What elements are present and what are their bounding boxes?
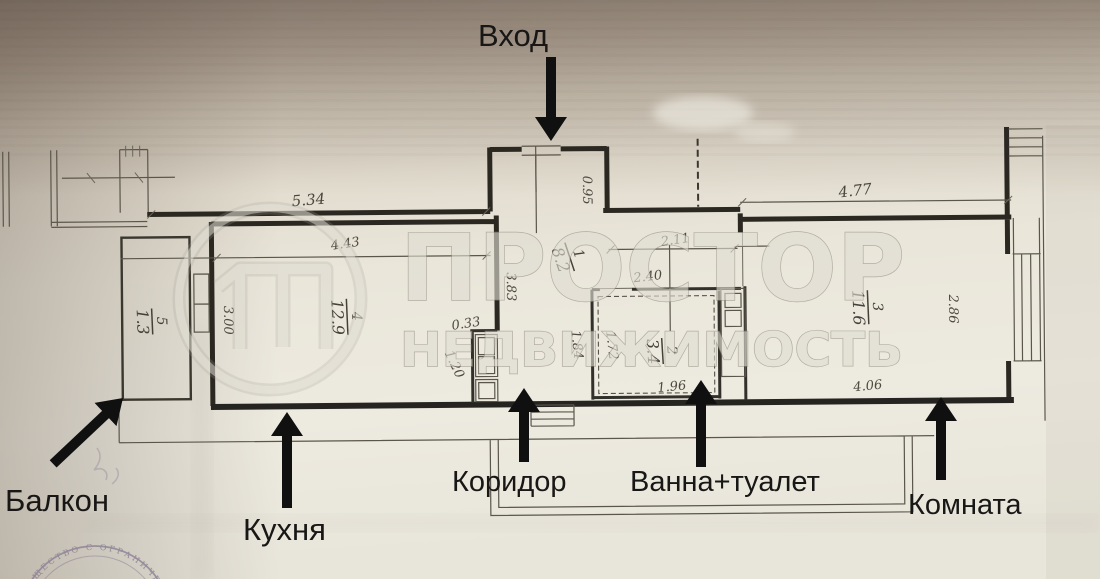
kitchen-arrow bbox=[271, 412, 303, 508]
walls-partition bbox=[470, 286, 748, 403]
balcony-label: Балкон bbox=[5, 483, 109, 518]
room-label: Комната bbox=[908, 489, 1022, 521]
svg-text:1.3: 1.3 bbox=[133, 309, 153, 335]
dim-entry: 0.95 bbox=[579, 176, 594, 205]
watermark-line1: ПРОСТОР bbox=[400, 215, 905, 322]
svg-text:3.4: 3.4 bbox=[643, 338, 664, 365]
dim-stub: 0.33 bbox=[451, 315, 482, 334]
walls-structural bbox=[147, 126, 1012, 406]
room-label-room: 3 11.6 bbox=[848, 289, 885, 325]
dim-hall-left: 3.83 bbox=[503, 272, 518, 301]
annotations: Вход Балкон Кухня Коридор Ванна+туалет К… bbox=[5, 18, 1022, 547]
wall-bottom bbox=[210, 396, 1014, 410]
dim-room-bottom: 4.06 bbox=[852, 378, 883, 396]
dim-bath-top: 2.40 bbox=[632, 268, 663, 286]
dim-room-right: 2.86 bbox=[945, 293, 960, 323]
svg-text:11.6: 11.6 bbox=[848, 289, 869, 325]
dim-room-top: 4.77 bbox=[837, 180, 874, 202]
balcony-outline bbox=[120, 235, 193, 401]
svg-text:2: 2 bbox=[663, 345, 680, 356]
room-label-bathroom: 2 3.4 bbox=[643, 337, 680, 365]
dim-top-wall: 5.34 bbox=[291, 190, 326, 211]
wall-dashed-partition bbox=[696, 138, 700, 207]
left-structures bbox=[2, 145, 175, 228]
room-arrow bbox=[925, 397, 957, 480]
balcony-arrow bbox=[49, 398, 123, 468]
entrance-arrow bbox=[535, 57, 567, 141]
watermark: ПРОСТОР НЕДВИЖИМОСТЬ bbox=[172, 201, 906, 397]
dim-hall-top: 2.11 bbox=[659, 231, 691, 250]
watermark-line2: НЕДВИЖИМОСТЬ bbox=[400, 323, 903, 378]
plan-drawing: 5.34 4.43 0.95 2.11 2.40 4.77 3.83 3.00 … bbox=[2, 126, 1046, 517]
dim-bath-bottom: 1.96 bbox=[657, 378, 687, 396]
corridor-arrow bbox=[508, 388, 540, 462]
corridor-label: Коридор bbox=[452, 466, 567, 498]
bathroom-label: Ванна+туалет bbox=[630, 466, 820, 498]
dim-kitchen-left: 3.00 bbox=[220, 306, 235, 335]
room-number-labels: 1 8.2 2 3.4 3 11.6 4 12.9 5 bbox=[133, 242, 885, 365]
svg-text:5: 5 bbox=[153, 316, 169, 326]
room-label-balcony: 5 1.3 bbox=[133, 308, 169, 335]
svg-text:3: 3 bbox=[869, 302, 885, 312]
dim-hall-arm: 1.84 bbox=[567, 330, 585, 360]
bathroom-arrow bbox=[685, 380, 717, 467]
entrance-label: Вход bbox=[478, 18, 548, 53]
watermark-logo-icon bbox=[172, 201, 368, 397]
svg-text:12.9: 12.9 bbox=[327, 299, 348, 335]
kitchen-label: Кухня bbox=[243, 512, 326, 547]
dim-bath-left: 1.72 bbox=[602, 330, 620, 360]
